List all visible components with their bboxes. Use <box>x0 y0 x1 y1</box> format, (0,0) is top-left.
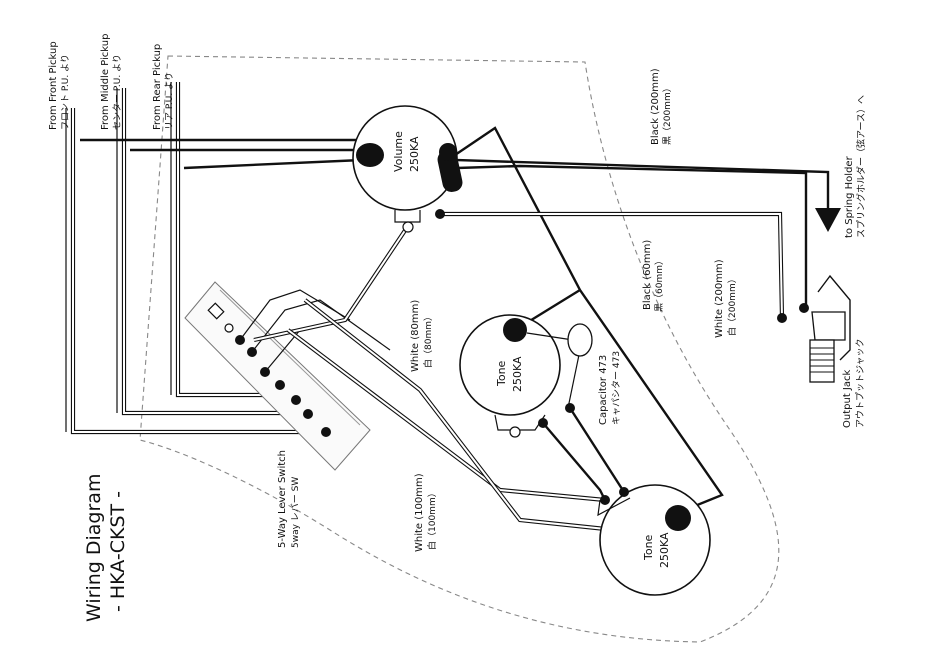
five-way-switch <box>184 281 371 471</box>
spring-holder-label: to Spring Holder <box>844 155 855 238</box>
middle-pickup-label: From Middle Pickup <box>100 34 111 130</box>
diagram-title: Wiring Diagram <box>83 474 105 622</box>
tone2-value: 250KA <box>658 532 671 568</box>
rear-pickup-label-jp: リア P.U. より <box>164 72 175 130</box>
pickup-ground-leads <box>80 138 363 170</box>
wire-white-200 <box>440 211 785 319</box>
capacitor <box>526 323 593 413</box>
tone1-name: Tone <box>495 360 508 387</box>
black-60-label-jp: 黒（60mm） <box>654 256 665 312</box>
output-jack <box>777 274 851 383</box>
front-pickup-label: From Front Pickup <box>48 41 59 130</box>
white-100-label: White (100mm) <box>414 473 425 552</box>
tone-pot-1: Tone 250KA <box>459 314 561 438</box>
black-200-label: Black (200mm) <box>650 68 661 145</box>
output-jack-label-jp: アウトプットジャック <box>855 338 866 428</box>
black-200-label-jp: 黒（200mm） <box>662 83 673 145</box>
tone-pot-2: Tone 250KA <box>597 484 711 596</box>
diagram-subtitle: - HKA-CKST - <box>107 491 129 612</box>
white-100-label-jp: 白（100mm） <box>426 488 438 550</box>
capacitor-label-jp: キャパシター 473 <box>611 351 622 425</box>
white-200-label-jp: 白（200mm） <box>726 274 738 336</box>
middle-pickup-label-jp: センター P.U. より <box>112 54 123 130</box>
tone2-name: Tone <box>642 534 655 561</box>
black-60-label: Black (60mm) <box>642 240 653 310</box>
volume-pot: Volume 250KA <box>352 105 463 233</box>
white-80-label: White (80mm) <box>410 300 421 372</box>
wire-white-100 <box>286 298 616 533</box>
front-pickup-label-jp: フロント P.U. より <box>60 54 71 130</box>
volume-name: Volume <box>392 131 405 172</box>
white-200-label: White (200mm) <box>714 259 725 338</box>
switch-label: 5-Way Lever Switch <box>277 450 288 548</box>
tone1-value: 250KA <box>511 356 524 392</box>
spring-holder-arrow <box>815 208 841 232</box>
volume-value: 250KA <box>408 136 421 172</box>
capacitor-label: Capacitor 473 <box>598 355 609 425</box>
switch-label-jp: 5way レバー SW <box>290 477 301 548</box>
tone-link-wires <box>542 407 626 501</box>
output-jack-label: Output Jack <box>842 370 853 428</box>
pickguard-outline <box>139 55 780 643</box>
white-80-label-jp: 白（80mm） <box>422 312 434 368</box>
pickup-leads <box>65 82 332 435</box>
rear-pickup-label: From Rear Pickup <box>152 44 163 130</box>
wire-white-80 <box>253 224 410 343</box>
spring-holder-label-jp: スプリングホルダー（弦アース）へ <box>855 95 867 238</box>
